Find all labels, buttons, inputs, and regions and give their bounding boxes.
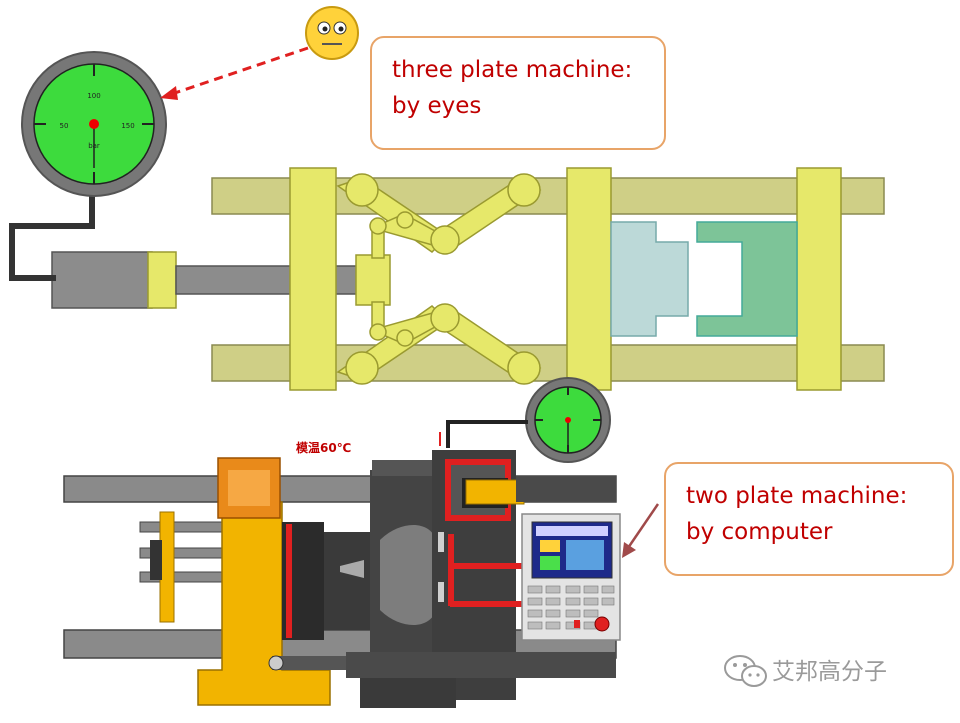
panel-pointer-line	[626, 503, 660, 549]
dashed-arrow-head	[160, 86, 178, 100]
pressure-gauge-icon	[21, 51, 167, 197]
lower-pressure-gauge-icon	[525, 377, 611, 463]
gauge-label-right: 150	[121, 122, 134, 130]
piston-block	[147, 251, 177, 309]
three-plate-callout-line1: three plate machine:	[392, 57, 633, 83]
gauge-hose	[9, 182, 95, 281]
three-plate-callout: three plate machine: by eyes	[370, 36, 666, 150]
machine-base	[346, 652, 616, 678]
smiley-face-icon	[305, 6, 359, 60]
mold-core-half	[610, 221, 689, 337]
three-plate-callout-line2: by eyes	[392, 93, 482, 119]
gauge-label-unit: bar	[88, 142, 100, 150]
gauge-label-top: 100	[87, 92, 100, 100]
moving-platen	[566, 167, 612, 391]
wechat-icon	[724, 655, 767, 687]
lower-gauge-hose	[446, 420, 528, 448]
hydraulic-cylinder	[51, 251, 153, 309]
two-plate-callout-line1: two plate machine:	[686, 483, 908, 509]
mold-core-dark	[324, 532, 370, 630]
rear-platen	[289, 167, 337, 391]
ejector-plate	[159, 511, 175, 623]
dashed-arrow-line	[165, 46, 309, 98]
watermark: 艾邦高分子	[718, 649, 948, 689]
two-plate-machine	[63, 377, 660, 708]
mold-cavity-half	[696, 221, 798, 337]
gauge-label-left: 50	[60, 122, 69, 130]
toggle-links	[336, 173, 542, 385]
crosshead	[355, 254, 391, 306]
control-panel-icon	[521, 513, 621, 641]
watermark-text: 艾邦高分子	[772, 659, 887, 685]
mold-temperature-label: 模温60℃	[296, 440, 351, 455]
clamp-nut	[465, 479, 525, 505]
panel-pointer-head	[622, 542, 636, 558]
three-plate-machine	[9, 90, 885, 391]
emergency-stop-button	[594, 616, 610, 632]
control-panel-keys	[527, 585, 615, 630]
fixed-platen	[796, 167, 842, 391]
two-plate-callout-line2: by computer	[686, 519, 833, 545]
two-plate-callout: two plate machine: by computer	[664, 462, 954, 576]
